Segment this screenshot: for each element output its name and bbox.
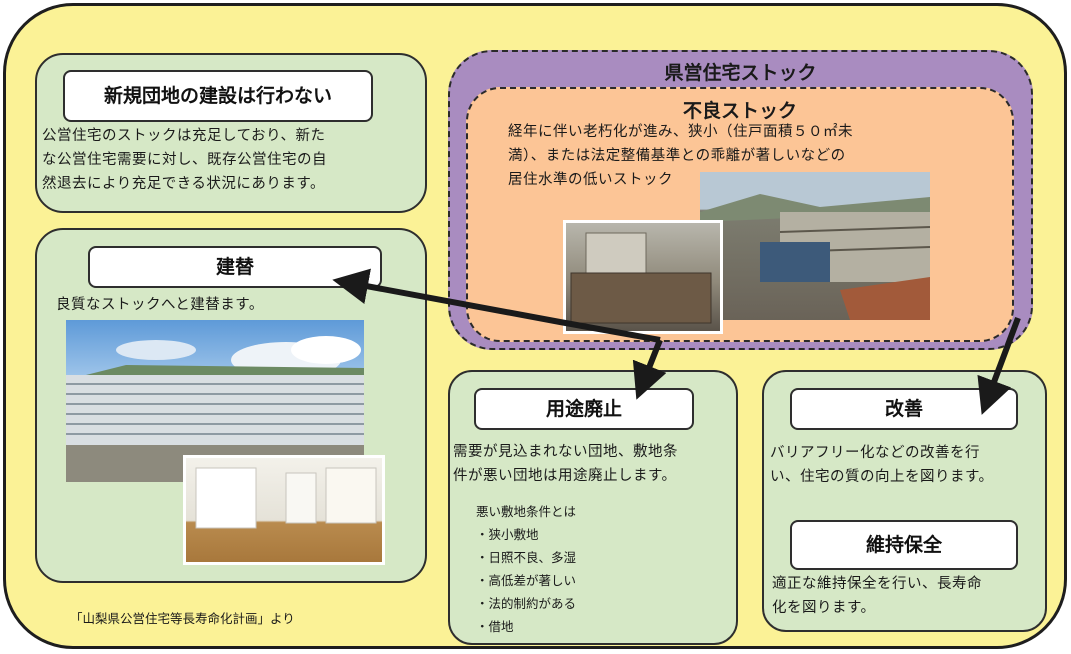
- stock-title: 県営住宅ストック: [664, 62, 817, 84]
- arrow-to-rebuild: [332, 268, 661, 343]
- source-note: 「山梨県公営住宅等長寿命化計画」より: [70, 611, 295, 626]
- text-line: 化を図ります。: [772, 600, 876, 616]
- text-line: 適正な維持保全を行い、長寿命: [772, 576, 982, 592]
- text-line: 満）、または法定整備基準との乖離が著しいなどの: [508, 148, 846, 164]
- text-line: バリアフリー化などの改善を行: [770, 445, 980, 461]
- text-line: 公営住宅のストックは充足しており、新た: [42, 128, 326, 144]
- old-apartment-image: [700, 194, 930, 320]
- rebuild-text: 良質なストックへと建替ます。: [56, 297, 264, 313]
- list-item: ・日照不良、多湿: [476, 550, 577, 565]
- old-housing-photo: [700, 172, 930, 320]
- bad-site-conditions-list: 悪い敷地条件とは ・狭小敷地 ・日照不良、多湿 ・高低差が著しい ・法的制約があ…: [476, 500, 726, 638]
- text-line: い、住宅の質の向上を図ります。: [770, 469, 994, 485]
- maintain-text: 適正な維持保全を行い、長寿命 化を図ります。: [772, 572, 1042, 620]
- arrow-to-improve: [977, 316, 1021, 415]
- list-item: ・高低差が著しい: [476, 573, 577, 588]
- text-line: な公営住宅需要に対し、既存公営住宅の自: [42, 152, 327, 168]
- text-line: 需要が見込まれない団地、敷地条: [453, 444, 678, 460]
- list-item: ・狭小敷地: [476, 527, 539, 542]
- no-new-construction-title: 新規団地の建設は行わない: [63, 70, 373, 122]
- room-interior-image: [195, 467, 377, 529]
- text-line: 居住水準の低いストック: [508, 172, 673, 188]
- abolish-title: 用途廃止: [474, 388, 694, 430]
- list-heading: 悪い敷地条件とは: [476, 504, 577, 519]
- arrow-to-abolish: [632, 338, 667, 400]
- text-line: 件が悪い団地は用途廃止します。: [453, 468, 677, 484]
- list-item: ・借地: [476, 619, 514, 634]
- bad-stock-text: 経年に伴い老朽化が進み、狭小（住戸面積５０㎡未 満）、または法定整備基準との乖離…: [508, 120, 968, 192]
- abolish-text: 需要が見込まれない団地、敷地条 件が悪い団地は用途廃止します。: [453, 440, 738, 488]
- improve-text: バリアフリー化などの改善を行 い、住宅の質の向上を図ります。: [770, 441, 1045, 489]
- text-line: 然退去により充足できる状況にあります。: [42, 176, 325, 192]
- deteriorated-interior-photo: [563, 220, 723, 334]
- text-line: 経年に伴い老朽化が進み、狭小（住戸面積５０㎡未: [508, 124, 853, 140]
- list-item: ・法的制約がある: [476, 596, 577, 611]
- interior-photo: [183, 455, 385, 565]
- maintain-title: 維持保全: [790, 520, 1018, 570]
- bad-stock-title: 不良ストック: [682, 100, 797, 122]
- old-room-image: [570, 232, 712, 324]
- no-new-construction-text: 公営住宅のストックは充足しており、新た な公営住宅需要に対し、既存公営住宅の自 …: [42, 124, 426, 196]
